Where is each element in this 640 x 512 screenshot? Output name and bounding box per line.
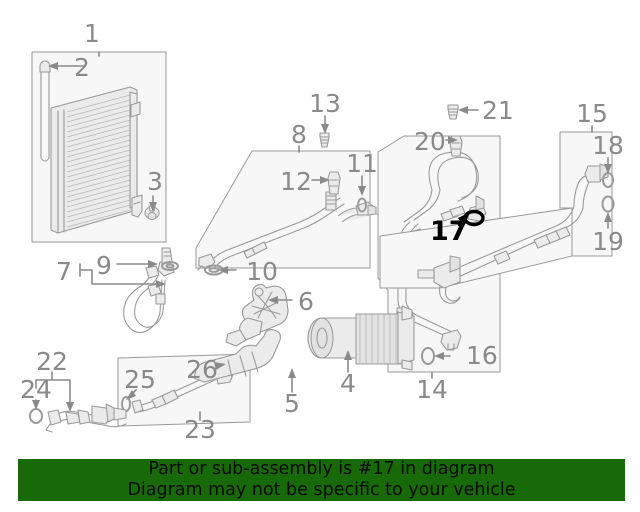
callout-label-15: 15 (576, 99, 608, 128)
callout-label-18: 18 (592, 131, 624, 160)
callout-label-8: 8 (291, 120, 307, 149)
part-12-service-valve (327, 171, 341, 195)
callout-label-6: 6 (298, 287, 314, 316)
callout-labels: 1 2 3 4 5 6 7 8 9 10 11 12 13 14 15 16 1… (20, 19, 624, 444)
callout-label-3: 3 (147, 167, 163, 196)
callout-label-9: 9 (96, 251, 112, 280)
callout-label-25: 25 (124, 365, 156, 394)
part-21-bolt (447, 104, 459, 120)
callout-label-23: 23 (184, 415, 216, 444)
callout-label-10: 10 (246, 257, 278, 286)
callout-leaders (32, 51, 612, 421)
callout-label-21: 21 (482, 96, 514, 125)
callout-label-26: 26 (186, 355, 218, 384)
part-1-condenser-core (50, 86, 143, 234)
callout-label-5: 5 (284, 389, 300, 418)
callout-label-2: 2 (74, 53, 90, 82)
callout-label-14: 14 (416, 375, 448, 404)
banner-line-1: Part or sub-assembly is #17 in diagram (148, 459, 495, 479)
callout-label-1: 1 (84, 19, 100, 48)
callout-label-7: 7 (56, 257, 72, 286)
callout-label-12: 12 (280, 167, 312, 196)
banner-line-2: Diagram may not be specific to your vehi… (127, 480, 516, 500)
part-7-suction-hose (123, 247, 179, 334)
part-13-bolt (319, 132, 330, 148)
callout-label-19: 19 (592, 227, 624, 256)
callout-label-24: 24 (20, 375, 52, 404)
part-11-oring (357, 197, 367, 213)
callout-label-22: 22 (36, 347, 68, 376)
callout-label-16: 16 (466, 341, 498, 370)
callout-label-17: 17 (430, 216, 468, 247)
part-24-oring (29, 408, 43, 424)
callout-label-13: 13 (309, 89, 341, 118)
panel-1-condenser (31, 51, 167, 243)
part-4-compressor (307, 305, 415, 371)
part-9-oring (161, 261, 179, 271)
callout-label-4: 4 (340, 369, 356, 398)
part-6-mount-bracket (225, 283, 289, 347)
part-2-receiver-drier (39, 60, 51, 162)
callout-label-11: 11 (346, 149, 378, 178)
part-19-oring (601, 195, 615, 213)
part-notice-banner: Part or sub-assembly is #17 in diagram D… (18, 459, 625, 501)
part-22-expansion-line (29, 403, 127, 433)
callout-label-20: 20 (414, 127, 446, 156)
